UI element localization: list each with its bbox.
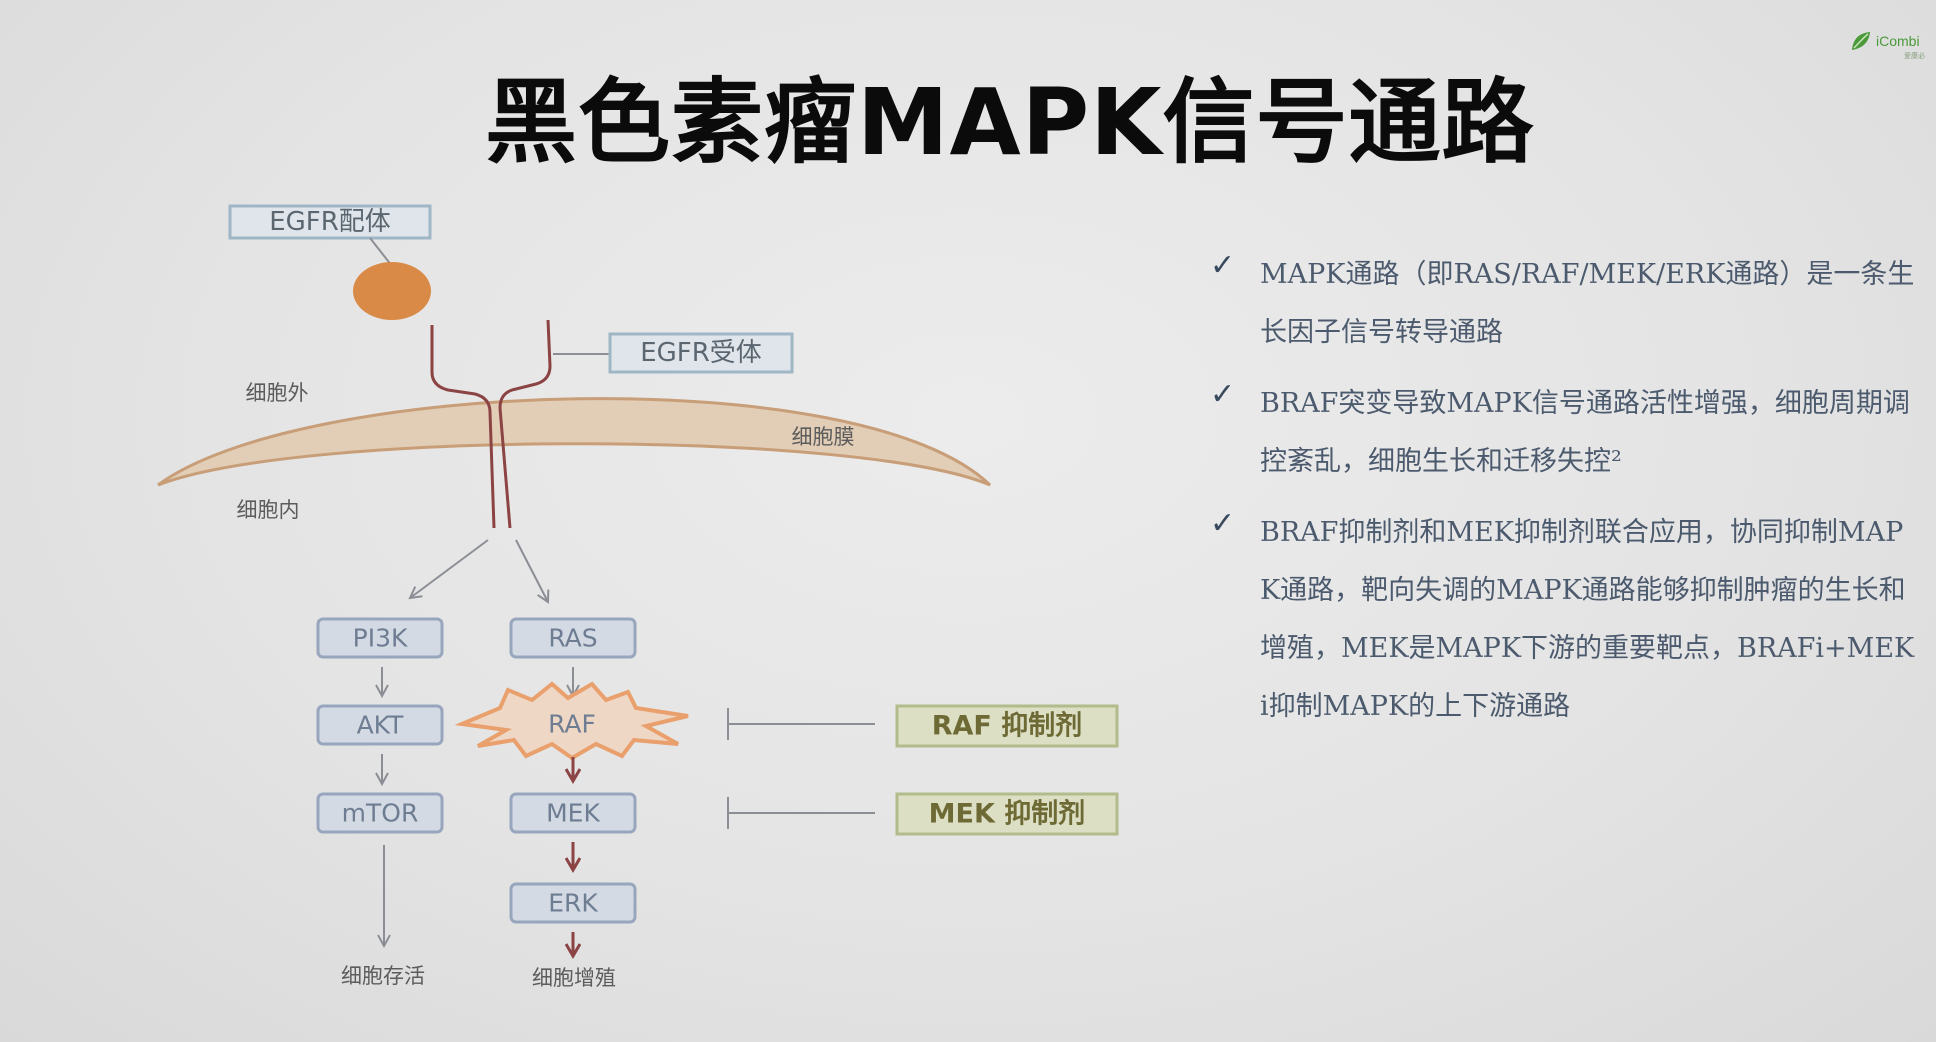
akt-node: AKT [316, 704, 444, 746]
check-icon: ✓ [1210, 248, 1236, 283]
inside-label: 细胞内 [237, 498, 300, 522]
mtor-label: mTOR [342, 799, 419, 828]
raf-label: RAF [548, 710, 596, 739]
mek-inhibition [727, 797, 875, 829]
raf-inhibition [727, 708, 875, 740]
logo-subtext: 爱康必 [1904, 53, 1925, 60]
egfr-ligand-label-box: EGFR配体 [228, 204, 432, 240]
check-icon: ✓ [1210, 506, 1236, 541]
egfr-receptor [430, 319, 552, 529]
bullet-item: ✓ BRAF突变导致MAPK信号通路活性增强，细胞周期调控紊乱，细胞生长和迁移失… [1210, 375, 1920, 491]
proliferation-label: 细胞增殖 [532, 966, 616, 990]
logo-text: iCombi [1876, 33, 1920, 49]
bullet-list: ✓ MAPK通路（即RAS/RAF/MEK/ERK通路）是一条生长因子信号转导通… [1210, 248, 1920, 758]
leaf-icon [1852, 32, 1870, 50]
membrane-label: 细胞膜 [792, 425, 855, 449]
egfr-receptor-label: EGFR受体 [640, 338, 762, 368]
egfr-ligand [353, 262, 431, 320]
bullet-text: BRAF突变导致MAPK信号通路活性增强，细胞周期调控紊乱，细胞生长和迁移失控² [1260, 388, 1910, 477]
ras-label: RAS [548, 624, 597, 653]
bullet-item: ✓ MAPK通路（即RAS/RAF/MEK/ERK通路）是一条生长因子信号转导通… [1210, 246, 1920, 362]
pi3k-label: PI3K [353, 624, 408, 653]
raf-inhibitor-box: RAF 抑制剂 [895, 704, 1119, 748]
erk-node: ERK [509, 882, 637, 924]
mek-inhibitor-label: MEK 抑制剂 [929, 799, 1086, 830]
outside-label: 细胞外 [246, 381, 309, 405]
akt-label: AKT [357, 711, 405, 740]
ras-node: RAS [509, 617, 637, 659]
bullet-item: ✓ BRAF抑制剂和MEK抑制剂联合应用，协同抑制MAPK通路，靶向失调的MAP… [1210, 504, 1920, 736]
check-icon: ✓ [1210, 377, 1236, 412]
raf-burst [454, 681, 689, 761]
bullet-text: BRAF抑制剂和MEK抑制剂联合应用，协同抑制MAPK通路，靶向失调的MAPK通… [1260, 517, 1915, 722]
pi3k-node: PI3K [316, 617, 444, 659]
mek-label: MEK [546, 799, 600, 828]
bullet-text: MAPK通路（即RAS/RAF/MEK/ERK通路）是一条生长因子信号转导通路 [1260, 259, 1915, 348]
egfr-receptor-label-box: EGFR受体 [608, 332, 794, 374]
erk-label: ERK [548, 889, 598, 918]
cell-membrane [157, 397, 992, 487]
brand-logo: iCombi 爱康必 [1846, 26, 1936, 60]
survival-label: 细胞存活 [341, 964, 425, 988]
slide-title: 黑色素瘤MAPK信号通路 [485, 69, 1535, 176]
mtor-node: mTOR [316, 792, 444, 834]
mek-inhibitor-box: MEK 抑制剂 [895, 792, 1119, 836]
raf-node: RAF [454, 681, 689, 761]
raf-inhibitor-label: RAF 抑制剂 [932, 711, 1083, 742]
egfr-ligand-label: EGFR配体 [269, 207, 391, 237]
mek-node: MEK [509, 792, 637, 834]
